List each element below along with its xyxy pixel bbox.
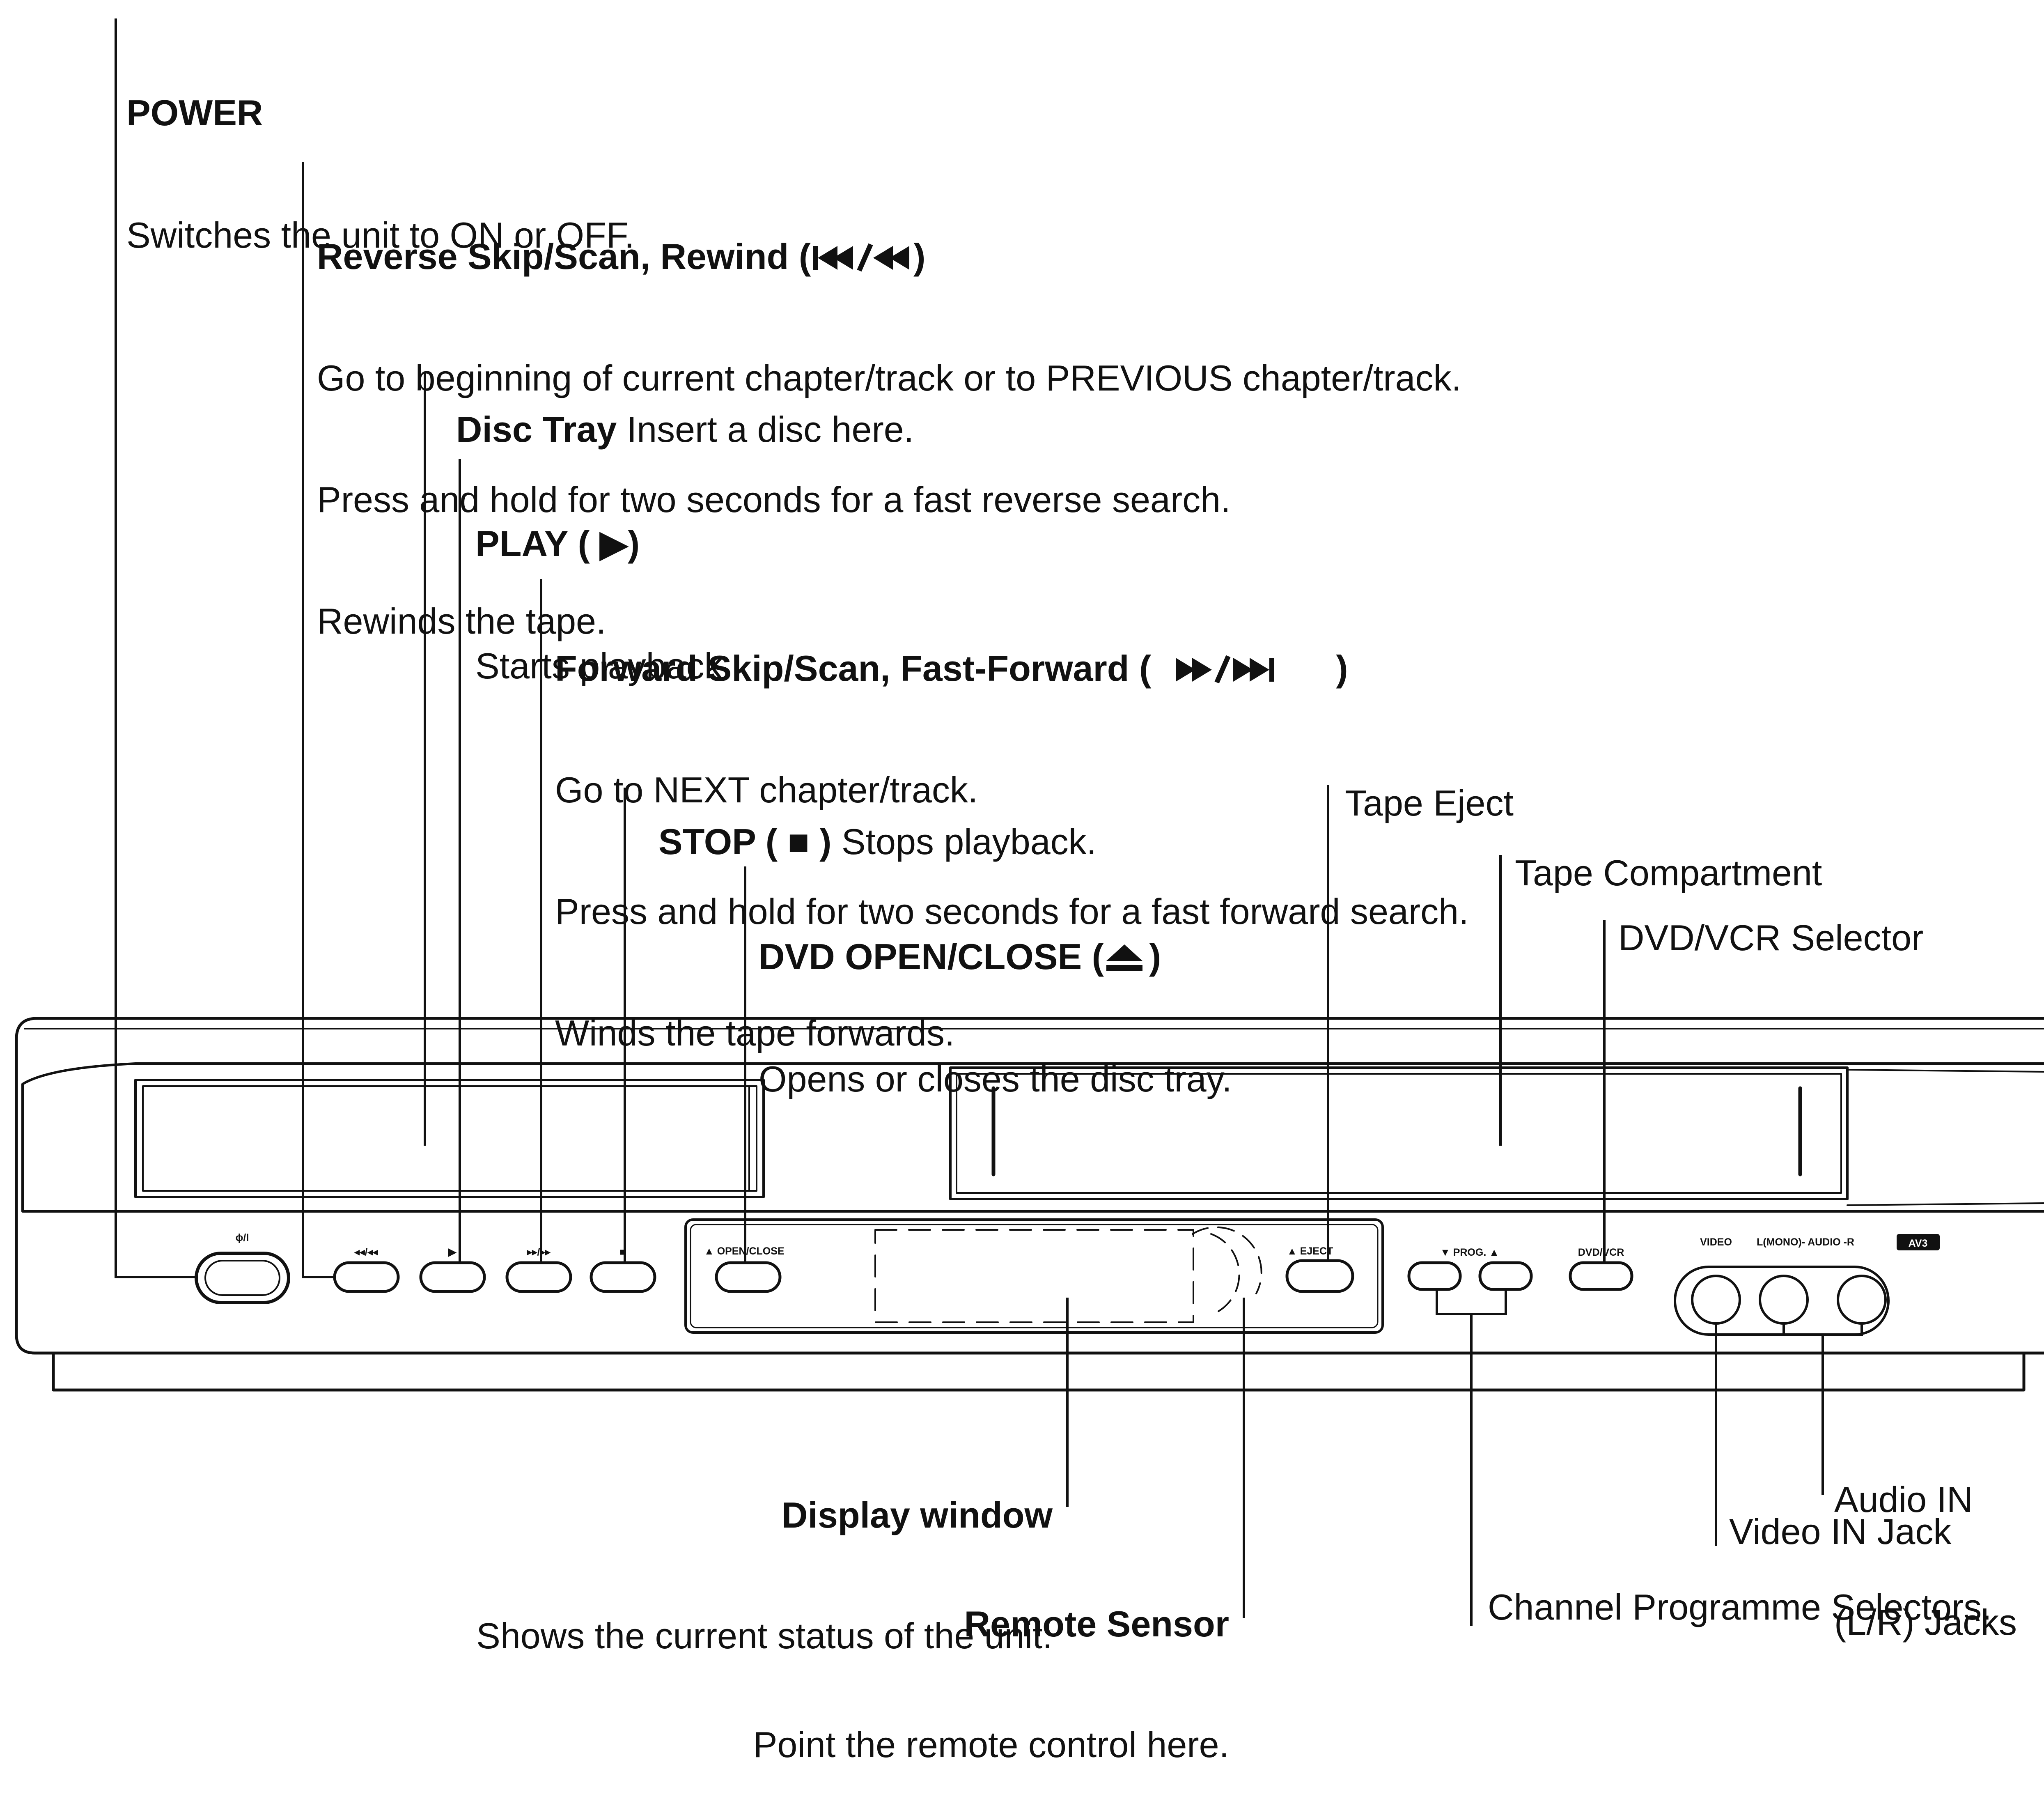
panel-av3-label: AV3 <box>1909 1238 1928 1249</box>
video-in-callout: Video IN Jack <box>1729 1511 1952 1552</box>
panel-eject-label: ▲ EJECT <box>1287 1245 1333 1257</box>
reverse-title: Reverse Skip/Scan, Rewind () <box>317 236 926 277</box>
forward-button <box>505 1261 572 1293</box>
reverse-desc-3: Rewinds the tape. <box>317 601 606 641</box>
unit-base <box>52 1351 2026 1392</box>
av-jack-panel <box>1674 1266 1890 1336</box>
stop-desc: Stops playback. <box>831 821 1097 862</box>
disc-tray-desc: Insert a disc here. <box>617 409 914 450</box>
video-jack <box>1691 1275 1741 1325</box>
av3-badge <box>1897 1234 1940 1250</box>
audio-right-jack <box>1837 1275 1887 1325</box>
rewind-button <box>333 1261 400 1293</box>
remote-sensor-desc: Point the remote control here. <box>753 1724 1229 1765</box>
forward-skip-icon <box>1176 655 1274 684</box>
eject-button <box>1285 1259 1354 1293</box>
dvd-vcr-diagram: ɸ/I ◂◂/◂◂ ▶ ▸▸/▸▸ ■ ▲ OPEN/CLOSE ▲ EJECT… <box>15 18 2044 1626</box>
panel-play-label: ▶ <box>448 1246 457 1258</box>
reverse-desc-2: Press and hold for two seconds for a fas… <box>317 479 1231 520</box>
stop-callout: STOP ( ■ ) Stops playback. <box>638 788 1097 860</box>
forward-title: Forward Skip/Scan, Fast-Forward () <box>555 648 1348 689</box>
stop-title: STOP ( ■ ) <box>658 821 832 862</box>
reverse-skip-icon <box>813 243 910 272</box>
dvd-vcr-selector-callout: DVD/VCR Selector <box>1618 917 1924 958</box>
play-desc: Starts playback. <box>475 646 733 686</box>
center-panel <box>684 1218 1384 1334</box>
disc-tray-title: Disc Tray <box>456 409 617 450</box>
power-desc: Switches the unit to ON or OFF. <box>126 215 635 255</box>
stop-button <box>590 1261 656 1293</box>
remote-sensor <box>1192 1226 1262 1313</box>
disc-tray-callout: Disc Tray Insert a disc here. <box>436 375 914 448</box>
forward-desc-1: Go to NEXT chapter/track. <box>555 770 978 810</box>
leader-audio-bracket <box>1782 1323 1863 1336</box>
unit-body-outline <box>15 1017 2044 1355</box>
panel-video-label: VIDEO <box>1700 1236 1732 1248</box>
play-button <box>419 1261 486 1293</box>
open-close-button <box>715 1261 782 1293</box>
dvd-vcr-button <box>1569 1261 1633 1291</box>
disc-tray <box>134 1079 765 1198</box>
panel-audio-label: L(MONO)- AUDIO -R <box>1757 1236 1854 1248</box>
tape-compartment-callout: Tape Compartment <box>1515 852 1822 893</box>
channel-selectors-callout: Channel Programme Selectors. <box>1488 1587 1992 1627</box>
audio-in-line-1: Audio IN <box>1834 1479 1973 1520</box>
forward-desc-3: Winds the tape forwards. <box>555 1013 955 1053</box>
panel-ff-label: ▸▸/▸▸ <box>526 1246 551 1258</box>
play-callout: PLAY ( ▶) Starts playback. <box>475 453 732 720</box>
leader-channel-bracket <box>1436 1289 1507 1315</box>
audio-left-jack <box>1759 1275 1809 1325</box>
forward-callout: Forward Skip/Scan, Fast-Forward () Go to… <box>555 578 1469 1087</box>
panel-prog-label: ▼ PROG. ▲ <box>1440 1247 1499 1258</box>
panel-power-label: ɸ/I <box>236 1232 249 1243</box>
play-title: PLAY ( ▶) <box>475 523 640 564</box>
tape-compartment <box>949 1066 1849 1200</box>
leader-power <box>115 18 196 1278</box>
dvd-open-close-callout: DVD OPEN/CLOSE () Opens or closes the di… <box>759 866 1232 1133</box>
display-window-title: Display window <box>781 1495 1053 1535</box>
leader-reverse <box>302 162 335 1278</box>
reverse-desc-1: Go to beginning of current chapter/track… <box>317 358 1461 398</box>
reverse-callout: Reverse Skip/Scan, Rewind () Go to begin… <box>317 166 1461 675</box>
prog-up-button <box>1478 1261 1533 1291</box>
eject-icon <box>1106 944 1142 971</box>
panel-dvd-vcr-label: DVD/VCR <box>1578 1247 1624 1258</box>
power-callout: POWER Switches the unit to ON or OFF. <box>126 23 634 289</box>
panel-rew-label: ◂◂/◂◂ <box>354 1246 378 1258</box>
power-title: POWER <box>126 92 263 133</box>
prog-down-button <box>1407 1261 1462 1291</box>
tape-eject-callout: Tape Eject <box>1345 783 1514 823</box>
front-bezel <box>21 1062 2044 1213</box>
forward-desc-2: Press and hold for two seconds for a fas… <box>555 891 1469 932</box>
display-window <box>874 1229 1194 1323</box>
dvd-open-close-title: DVD OPEN/CLOSE () <box>759 936 1161 977</box>
